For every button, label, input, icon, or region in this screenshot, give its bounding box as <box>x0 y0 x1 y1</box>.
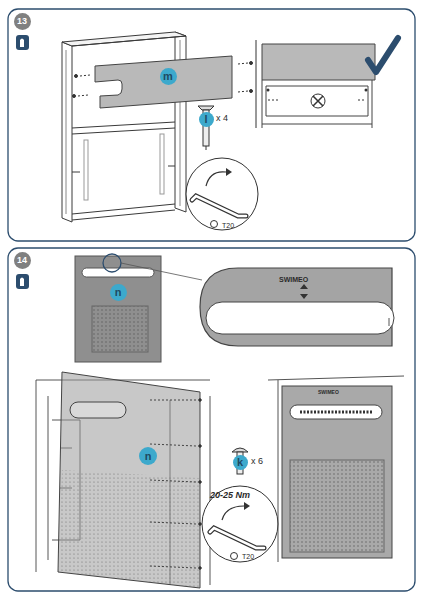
step-number: 14 <box>14 252 31 269</box>
torque-value: 20-25 Nm <box>210 491 250 500</box>
node-text: 13 <box>17 17 27 26</box>
callout-letter: k <box>233 455 248 470</box>
node-text: k <box>237 457 243 468</box>
node-text: m <box>163 71 173 82</box>
heater-slot <box>70 402 126 418</box>
quantity: x 6 <box>251 457 263 466</box>
node-text: n <box>115 287 122 298</box>
node-text: n <box>145 451 152 462</box>
tool-size: T20 <box>242 553 254 560</box>
hand-icon <box>16 35 29 289</box>
callout-letter: l <box>199 112 214 127</box>
brand-logo: SWIMEO <box>279 276 308 283</box>
node-text: l <box>204 114 207 125</box>
screw <box>198 106 214 150</box>
front-panel <box>75 254 202 362</box>
torx-key <box>202 486 278 562</box>
step-panel <box>8 9 415 241</box>
quantity: x 4 <box>216 114 228 123</box>
callout-letter: n <box>139 447 157 465</box>
node-text: 14 <box>17 256 27 265</box>
cover-plate <box>95 56 232 108</box>
front-panel <box>58 372 200 588</box>
tool-size: T20 <box>222 222 234 229</box>
callout-letter: m <box>160 68 177 85</box>
detail-view <box>256 40 375 128</box>
callout-letter: n <box>110 284 127 301</box>
check-mark <box>368 38 398 72</box>
screw-guides <box>150 399 201 570</box>
mesh-area <box>58 470 200 588</box>
screw <box>232 448 248 474</box>
screw-holes <box>73 62 253 98</box>
step-panel <box>8 248 415 591</box>
step-number: 13 <box>14 13 31 30</box>
installed-panel <box>268 376 404 562</box>
torx-key <box>186 158 258 230</box>
zoom-detail <box>200 268 394 346</box>
brand-logo: SWIMEO <box>318 390 339 395</box>
